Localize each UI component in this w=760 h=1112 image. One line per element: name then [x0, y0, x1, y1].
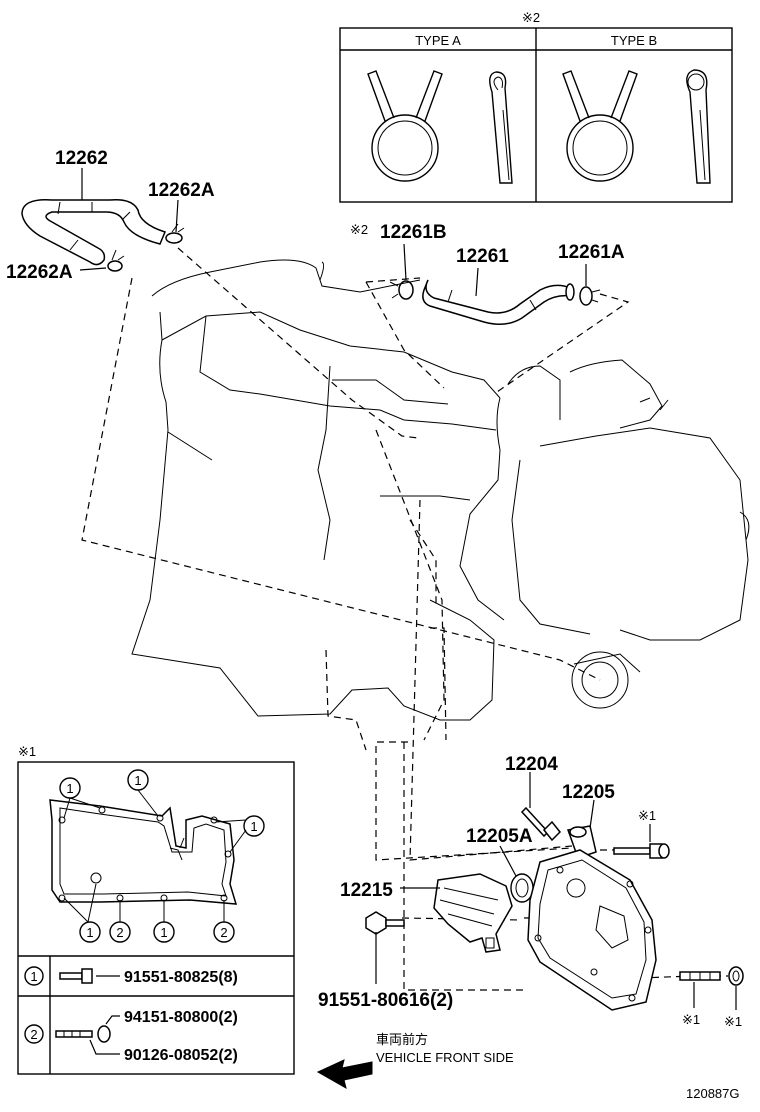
row1-key: 1: [30, 969, 37, 984]
sensor-12204: [520, 806, 562, 842]
callout-12215: 12215: [340, 880, 393, 901]
fitting-12205: [566, 825, 597, 859]
svg-text:1: 1: [250, 819, 257, 834]
type-a-header: TYPE A: [415, 33, 461, 48]
row2-part-number-a: 94151-80800(2): [124, 1009, 238, 1026]
leader-12262A-top: [175, 199, 179, 233]
stud-mark1: [679, 971, 721, 981]
callout-12205: 12205: [562, 782, 615, 803]
callout-91551-80616: 91551-80616(2): [318, 990, 453, 1011]
o-ring-12205A: [510, 873, 534, 903]
clip-12261A: [579, 286, 601, 306]
callout-12262: 12262: [55, 148, 108, 169]
leader-12261: [475, 267, 479, 297]
hose-12261: [422, 279, 575, 325]
callout-mark1-nut: ※1: [724, 1014, 742, 1029]
leader-12205A: [499, 845, 517, 877]
callout-12261A: 12261A: [558, 242, 625, 263]
callout-12262A-left: 12262A: [6, 262, 73, 283]
bolt-91551-80616: [365, 911, 405, 935]
vehicle-front-indicator: 車両前方 VEHICLE FRONT SIDE: [316, 1032, 514, 1090]
figure-id: 120887G: [686, 1086, 740, 1101]
front-arrow-icon: [316, 1059, 373, 1090]
separator-12215: [433, 873, 513, 953]
type-b-clip-front: [562, 70, 638, 182]
gasket-row-2: 2 94151-80800(2) 90126-08052(2): [24, 1009, 238, 1064]
row2-key: 2: [30, 1027, 37, 1042]
callout-mark1-bolt: ※1: [638, 808, 656, 823]
callout-mark2: ※2: [350, 222, 368, 237]
callout-12205A: 12205A: [466, 826, 533, 847]
svg-text:1: 1: [66, 781, 73, 796]
type-b-header: TYPE B: [611, 33, 657, 48]
gasket-marker-1c: 1: [243, 815, 265, 837]
clip-table-mark: ※2: [522, 10, 540, 25]
nut-mark1: [728, 966, 744, 986]
gasket-row-1: 1 91551-80825(8): [24, 966, 238, 986]
gasket-marker-1d: 1: [79, 921, 101, 943]
gasket-marker-1e: 1: [153, 921, 175, 943]
clip-type-table: ※2 TYPE A TYPE B: [339, 10, 733, 203]
row2-part-number-b: 90126-08052(2): [124, 1047, 238, 1064]
cam-cover: [527, 849, 657, 1011]
gasket-inset-frame: [17, 761, 295, 1075]
callout-12262A-top: 12262A: [148, 180, 215, 201]
gasket-marker-2a: 2: [109, 921, 131, 943]
leader-12261B: [403, 243, 407, 281]
callout-12261B: 12261B: [380, 222, 447, 243]
leader-12262A-left: [79, 267, 107, 271]
gasket-inset-mark: ※1: [18, 744, 36, 759]
front-label-en: VEHICLE FRONT SIDE: [376, 1050, 514, 1065]
bolt-mark1: [613, 843, 670, 859]
type-b-clip-side: [686, 69, 711, 184]
svg-text:2: 2: [220, 925, 227, 940]
callout-12204: 12204: [505, 754, 558, 775]
leader-12205: [589, 799, 595, 829]
type-a-clip-side: [489, 71, 513, 184]
hose-12262: [21, 198, 167, 266]
svg-text:1: 1: [86, 925, 93, 940]
front-label-jp: 車両前方: [376, 1032, 428, 1047]
clip-12261B: [389, 280, 414, 300]
callout-mark1-stud: ※1: [682, 1012, 700, 1027]
gasket-inset: ※1 1 1 1 1: [17, 744, 295, 1075]
type-a-clip-front: [367, 70, 443, 182]
gasket-marker-1a: 1: [59, 777, 81, 799]
clip-12262A-top: [165, 223, 185, 244]
engine-block-outline: [131, 259, 750, 721]
gasket-marker-1b: 1: [127, 769, 149, 791]
svg-text:1: 1: [134, 773, 141, 788]
gasket-marker-2b: 2: [213, 921, 235, 943]
callout-12261: 12261: [456, 246, 509, 267]
svg-text:1: 1: [160, 925, 167, 940]
clip-12262A-left: [107, 249, 125, 272]
row1-part-number: 91551-80825(8): [124, 969, 238, 986]
svg-text:2: 2: [116, 925, 123, 940]
